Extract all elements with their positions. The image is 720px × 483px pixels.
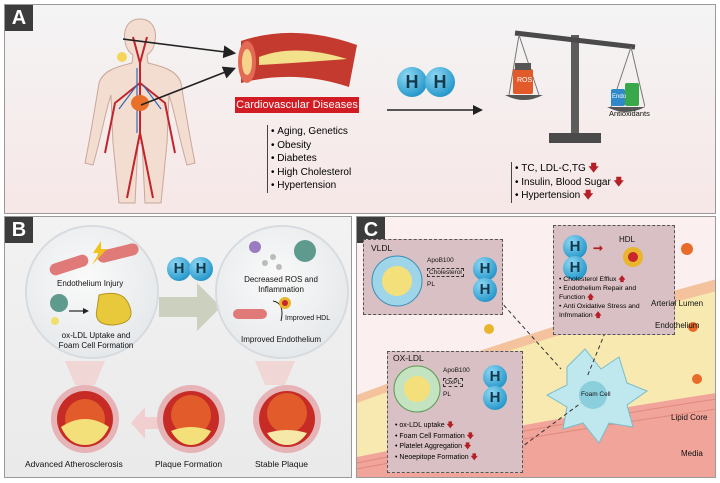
hydrogen-atom: H <box>425 67 455 97</box>
hydrogen-atom: H <box>397 67 427 97</box>
hydrogen-molecule: H H <box>483 365 507 410</box>
oxldl-effect: Foam Cell Formation 🡇 <box>395 432 478 443</box>
hdl-particle-illustration <box>623 247 643 267</box>
endothelium-label: Endothelium <box>655 321 700 330</box>
stage-advanced-label: Advanced Atherosclerosis <box>25 459 123 469</box>
outcome-text: Insulin, Blood Sugar <box>521 176 611 188</box>
hdl-effect: Anti Oxidative Stress and Infmmation 🡅 <box>559 302 663 320</box>
improved-hdl-illustration <box>233 297 291 322</box>
hydrogen-atom: H <box>189 257 213 281</box>
up-arrow-icon: 🡅 <box>618 276 626 283</box>
vldl-label: VLDL <box>371 243 393 253</box>
panel-b: B Endothelium Injury ox-LDL Uptake and F… <box>4 216 352 478</box>
media-label: Media <box>681 449 703 458</box>
improved-endothelium-label: Improved Endothelium <box>241 335 322 344</box>
body-to-artery-arrows <box>122 38 237 106</box>
outcome-list: TC, LDL-C,TG 🡇 Insulin, Blood Sugar 🡇 Hy… <box>511 162 624 203</box>
hydrogen-molecule: H H <box>473 257 497 302</box>
hydrogen-atom: H <box>483 365 507 389</box>
vldl-cholesterol-label: Cholesterol <box>427 268 464 277</box>
hydrogen-atom: H <box>167 257 191 281</box>
improved-hdl-label: Improved HDL <box>285 315 331 322</box>
injured-endothelium-illustration <box>49 241 139 276</box>
decreased-ros-label: Decreased ROS and Inflammation <box>244 275 318 294</box>
foam-cell-label: Foam Cell <box>581 391 611 398</box>
hdl-effect: Cholesterol Efflux 🡅 <box>559 275 663 284</box>
down-arrow-icon: 🡇 <box>588 163 599 174</box>
down-arrow-icon: 🡇 <box>446 422 454 429</box>
up-arrow-icon: 🡅 <box>586 294 594 301</box>
lipid-core-label: Lipid Core <box>671 413 708 422</box>
panel-a-label: A <box>5 5 33 31</box>
scale-right-label: Endo <box>612 94 627 100</box>
oxldl-effect: Neoepitope Formation 🡇 <box>395 453 478 464</box>
risk-factor: Aging, Genetics <box>271 125 351 139</box>
scale-caption: Antioxidants <box>609 109 650 118</box>
endothelium-injury-label: Endothelium Injury <box>57 279 124 288</box>
arterial-lumen-label: Arterial Lumen <box>651 299 704 308</box>
oxldl-label: OX-LDL <box>393 353 424 363</box>
hdl-effect: Endothelium Repair and Function 🡅 <box>559 284 663 302</box>
oxldl-uptake-label: ox-LDL Uptake and Foam Cell Formation <box>58 331 134 350</box>
outcome-item: TC, LDL-C,TG 🡇 <box>515 162 624 176</box>
hydrogen-molecule: H H <box>563 235 587 280</box>
human-body-illustration <box>84 18 196 204</box>
hydrogen-atom: H <box>473 278 497 302</box>
scale-left-label: ROS <box>517 77 533 84</box>
outcome-item: Hypertension 🡇 <box>515 189 624 203</box>
ros-reduction-illustration <box>249 240 316 270</box>
vldl-particle-illustration <box>371 255 423 307</box>
down-arrow-icon: 🡇 <box>466 432 474 440</box>
outcome-item: Insulin, Blood Sugar 🡇 <box>515 176 624 190</box>
risk-factor-list: Aging, Genetics Obesity Diabetes High Ch… <box>267 125 351 193</box>
panel-c-label: C <box>357 217 385 243</box>
panel-c: C VLDL ApoB100 Cholesterol PL H H H H ➞ <box>356 216 716 478</box>
recovery-bubble <box>217 227 347 357</box>
disease-banner: Cardiovascular Diseases <box>235 97 359 113</box>
foam-cell-formation-illustration <box>50 292 132 326</box>
up-arrow-icon: 🡅 <box>594 312 602 319</box>
hydrogen-atom: H <box>473 257 497 281</box>
panel-a: A Cardiovascular Diseases Aging, Genetic… <box>4 4 716 214</box>
plaque-progression-illustration <box>51 361 321 453</box>
oxldl-oxpl-label: OxPL <box>443 378 464 387</box>
down-arrow-icon: 🡇 <box>582 190 594 201</box>
oxldl-effect: ox-LDL uptake 🡇 <box>395 421 478 432</box>
stage-plaque-label: Plaque Formation <box>155 459 223 469</box>
down-arrow-icon: 🡇 <box>464 443 472 450</box>
hdl-label: HDL <box>619 235 636 244</box>
risk-factor: Diabetes <box>271 152 351 166</box>
oxldl-effects-list: ox-LDL uptake 🡇 Foam Cell Formation 🡇 Pl… <box>395 421 478 464</box>
right-arrow-icon: ➞ <box>593 241 604 255</box>
outcome-text: TC, LDL-C,TG <box>521 163 586 174</box>
oxldl-apob-label: ApoB100 <box>443 367 470 374</box>
risk-factor: High Cholesterol <box>271 166 351 180</box>
oxldl-pl-label: PL <box>443 391 451 398</box>
artery-plaque-illustration <box>238 32 357 87</box>
risk-factor: Hypertension <box>271 179 351 193</box>
vldl-pl-label: PL <box>427 281 435 288</box>
oxldl-effect: Platelet Aggregation 🡇 <box>395 442 478 453</box>
hdl-effects-list: Cholesterol Efflux 🡅 Endothelium Repair … <box>559 275 663 320</box>
hydrogen-molecule: H H <box>167 257 213 281</box>
hydrogen-molecule: H H <box>397 67 455 97</box>
hydrogen-to-scale-arrow <box>387 105 483 115</box>
balance-scale-illustration <box>505 30 645 143</box>
transition-arrow <box>159 283 221 331</box>
down-arrow-icon: 🡇 <box>613 176 624 188</box>
hydrogen-atom: H <box>563 235 587 259</box>
risk-factor: Obesity <box>271 139 351 153</box>
down-arrow-icon: 🡇 <box>470 453 478 461</box>
vldl-apob-label: ApoB100 <box>427 257 454 264</box>
stage-stable-label: Stable Plaque <box>255 459 308 469</box>
outcome-text: Hypertension <box>521 190 581 201</box>
oxldl-particle-illustration <box>393 365 441 413</box>
panel-b-label: B <box>5 217 33 243</box>
hydrogen-atom: H <box>483 386 507 410</box>
